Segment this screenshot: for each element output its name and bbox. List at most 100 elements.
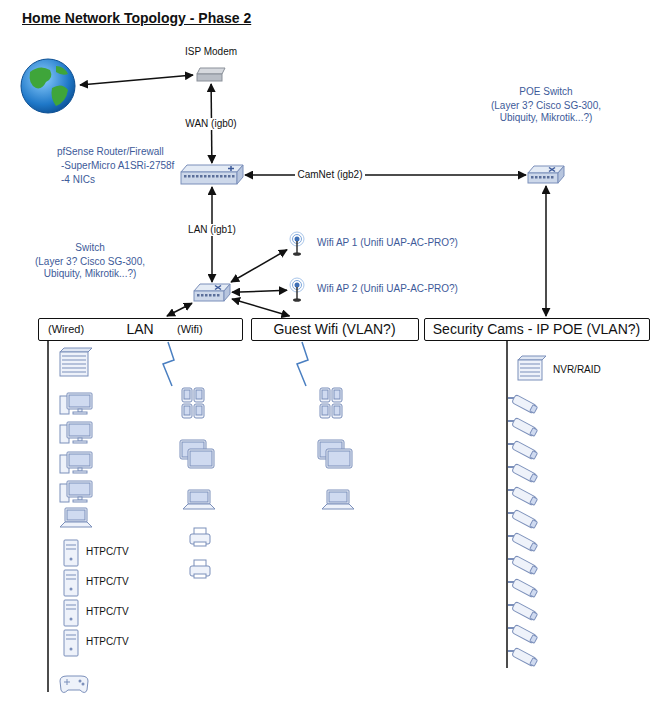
modem-shape bbox=[197, 66, 225, 82]
node-heading: Wifi AP 2 (Unifi UAP-AC-PRO?) bbox=[317, 283, 458, 295]
camera-icon bbox=[508, 417, 538, 437]
drawing-part bbox=[208, 175, 211, 178]
drawing-part bbox=[194, 291, 224, 301]
drawing-part bbox=[184, 406, 190, 415]
drawing-part bbox=[322, 504, 354, 509]
drawing-part bbox=[326, 449, 352, 468]
drawing-part bbox=[322, 390, 328, 399]
ap-shape bbox=[289, 278, 305, 302]
drawing-part bbox=[530, 474, 538, 483]
drawing-part bbox=[320, 388, 330, 402]
network-link bbox=[232, 299, 290, 316]
camera-body bbox=[512, 601, 538, 621]
drawing-part bbox=[70, 648, 73, 651]
link-label: LAN (igb1) bbox=[186, 224, 238, 236]
camera-icon bbox=[508, 394, 538, 414]
drawing-part bbox=[196, 175, 199, 178]
device-label: HTPC/TV bbox=[86, 636, 129, 648]
drawing-part bbox=[67, 393, 92, 409]
camera-icon bbox=[508, 532, 538, 552]
drawing-part bbox=[194, 388, 204, 402]
network-link bbox=[245, 174, 526, 176]
drawing-part bbox=[60, 676, 88, 693]
drawing-part bbox=[200, 175, 203, 178]
drawing-part bbox=[293, 252, 301, 256]
drawing-part bbox=[539, 176, 542, 179]
device-label: NVR/RAID bbox=[553, 364, 601, 376]
drawing-part bbox=[67, 422, 92, 438]
drawing-part bbox=[66, 579, 76, 580]
drawing-part bbox=[66, 639, 76, 640]
htpc-tower-icon bbox=[64, 570, 78, 596]
drawing-part bbox=[530, 520, 538, 529]
camera-body bbox=[512, 624, 538, 644]
printer-icon bbox=[190, 560, 210, 578]
link-label: WAN (igb0) bbox=[183, 118, 238, 130]
drawing-part bbox=[530, 566, 538, 575]
camera-body bbox=[512, 463, 538, 483]
device-label: HTPC/TV bbox=[86, 606, 129, 618]
printer-icon bbox=[190, 528, 210, 546]
modem-device: ISP Modem bbox=[197, 66, 225, 82]
camera-body bbox=[512, 486, 538, 506]
drawing-part bbox=[296, 287, 298, 299]
drawing-part bbox=[334, 406, 340, 415]
node-heading: Switch bbox=[75, 242, 104, 254]
camera-body bbox=[512, 417, 538, 437]
drawing-part bbox=[512, 601, 537, 620]
drawing-part bbox=[204, 175, 207, 178]
camera-body bbox=[512, 532, 538, 552]
drawing-part bbox=[184, 390, 190, 399]
camera-icon bbox=[508, 647, 538, 667]
drawing-part bbox=[549, 168, 555, 172]
drawing-part bbox=[547, 176, 550, 179]
node-text: LAN bbox=[126, 321, 153, 338]
drawing-part bbox=[224, 175, 227, 178]
drawing-part bbox=[328, 451, 350, 466]
switch-shape bbox=[194, 284, 230, 302]
camera-bus-line bbox=[506, 341, 508, 668]
drawing-part bbox=[66, 605, 76, 606]
drawing-part bbox=[69, 395, 90, 407]
poe-switch-device: POE Switch(Layer 3? Cisco SG-300, Ubiqui… bbox=[528, 166, 564, 184]
drawing-part bbox=[181, 165, 243, 172]
node-text: (Wifi) bbox=[177, 323, 203, 336]
node-text: -4 NICs bbox=[61, 174, 95, 186]
drawing-part bbox=[70, 618, 73, 621]
drawing-part bbox=[320, 404, 330, 418]
camera-body bbox=[512, 647, 538, 667]
drawing-part bbox=[322, 406, 328, 415]
drawing-part bbox=[205, 294, 208, 297]
server-icon bbox=[60, 348, 92, 376]
drawing-part bbox=[295, 237, 300, 242]
camera-icon bbox=[508, 578, 538, 598]
drawing-part bbox=[512, 509, 537, 528]
node-text: -SuperMicro A1SRi-2758f bbox=[61, 160, 174, 172]
drawing-part bbox=[62, 360, 86, 361]
drawing-part bbox=[558, 166, 564, 183]
network-segment-box: Guest Wifi (VLAN?) bbox=[251, 318, 419, 341]
drawing-part bbox=[70, 588, 73, 591]
drawing-part bbox=[520, 364, 540, 365]
camera-icon bbox=[508, 440, 538, 460]
network-link bbox=[545, 186, 547, 316]
drawing-part bbox=[188, 490, 210, 504]
gamepad-icon bbox=[60, 676, 88, 693]
drawing-part bbox=[64, 540, 78, 566]
drawing-part bbox=[70, 558, 73, 561]
drawing-part bbox=[215, 286, 221, 290]
drawing-part bbox=[197, 68, 225, 74]
node-heading: ISP Modem bbox=[185, 46, 237, 58]
laptop-icon bbox=[322, 490, 354, 509]
camera-icon bbox=[508, 486, 538, 506]
camera-icon bbox=[508, 555, 538, 575]
drawing-part bbox=[60, 348, 92, 352]
drawing-part bbox=[188, 449, 214, 468]
drawing-part bbox=[73, 471, 87, 473]
camera-icon bbox=[508, 463, 538, 483]
drawing-part bbox=[62, 356, 86, 357]
drawing-part bbox=[512, 463, 537, 482]
router-shape bbox=[181, 165, 243, 185]
drawing-part bbox=[62, 368, 86, 369]
